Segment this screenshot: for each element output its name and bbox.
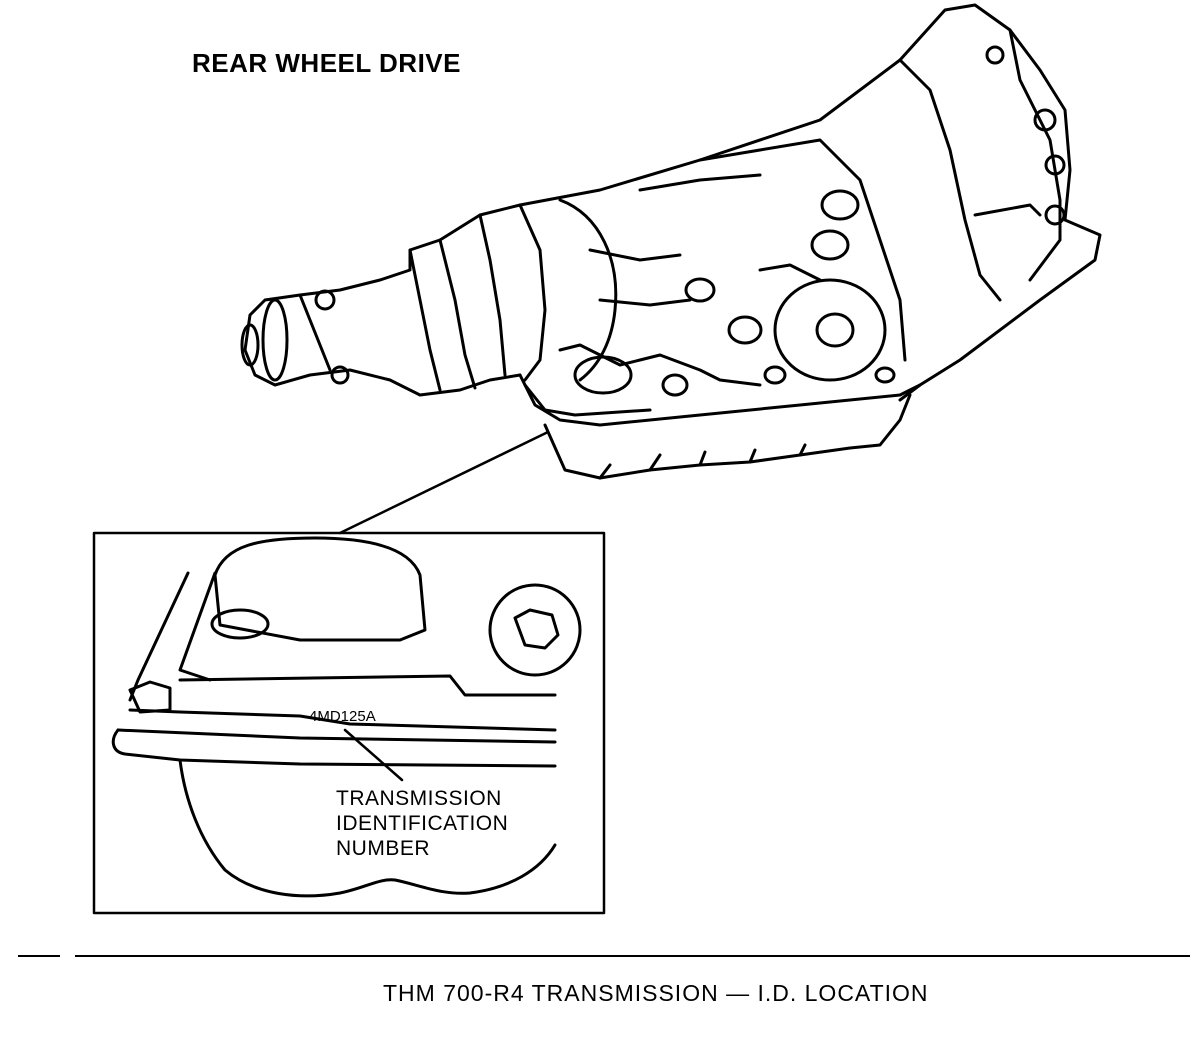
oil-pan: [543, 393, 912, 480]
leader-line: [338, 430, 550, 535]
id-callout-label: TRANSMISSION IDENTIFICATION NUMBER: [336, 786, 508, 861]
oil-pan-rim: [518, 373, 922, 427]
diagram-title: REAR WHEEL DRIVE: [192, 48, 461, 78]
callout-line-2: IDENTIFICATION: [336, 812, 509, 835]
transmission-id-number: 4MD125A: [309, 708, 376, 725]
callout-line-1: TRANSMISSION: [336, 787, 502, 810]
callout-line-3: NUMBER: [336, 837, 431, 860]
id-leader-line: [343, 728, 404, 782]
inset-detail: [92, 531, 606, 915]
inset-frame: [92, 531, 606, 915]
figure-caption: THM 700-R4 TRANSMISSION — I.D. LOCATION: [383, 980, 929, 1006]
bellhousing-outline: [518, 3, 1102, 402]
extension-housing: [243, 203, 522, 397]
